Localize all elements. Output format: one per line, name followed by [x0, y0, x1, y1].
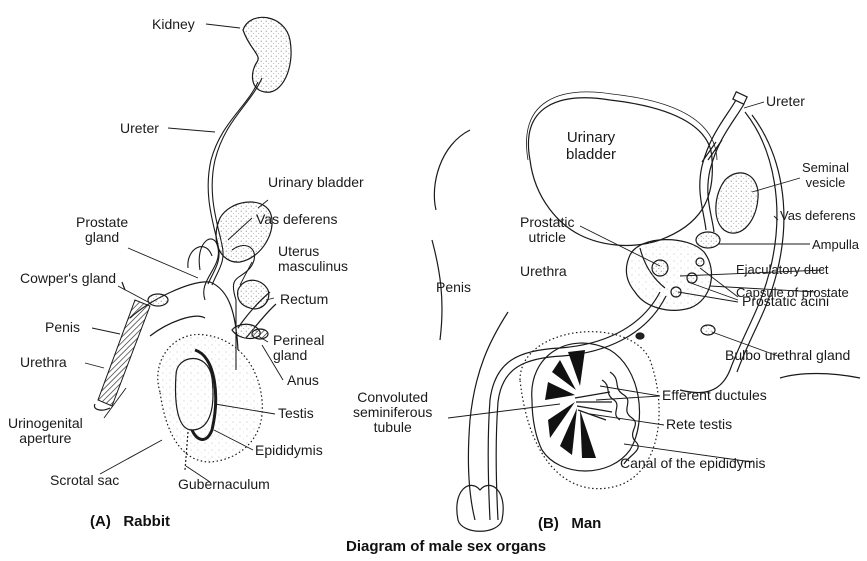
man-seminal-vesicle-shape	[716, 173, 758, 233]
label-man-rete-testis: Rete testis	[666, 417, 732, 432]
man-urethra-shape	[488, 292, 660, 520]
figure-caption: Diagram of male sex organs	[346, 538, 546, 555]
label-rabbit-penis: Penis	[45, 320, 80, 335]
rabbit-cowpers-gland-shape	[148, 294, 168, 306]
label-rabbit-ureter: Ureter	[120, 121, 159, 136]
label-rabbit-urethra: Urethra	[20, 355, 67, 370]
man-panel-letter: (B)	[538, 515, 559, 532]
label-rabbit-gubernaculum: Gubernaculum	[178, 477, 270, 492]
label-rabbit-perineal-gland: Perineal gland	[273, 333, 324, 363]
label-rabbit-urinary-bladder: Urinary bladder	[268, 175, 364, 190]
label-rabbit-epididymis: Epididymis	[255, 443, 323, 458]
label-rabbit-testis: Testis	[278, 406, 314, 421]
label-man-urethra: Urethra	[520, 264, 567, 279]
man-panel-title: (B) Man	[538, 515, 601, 532]
label-rabbit-prostate-gland: Prostate gland	[76, 215, 128, 245]
rabbit-panel-name: Rabbit	[123, 513, 170, 530]
rabbit-kidney-shape	[243, 17, 291, 92]
label-man-ejaculatory-duct: Ejaculatory duct	[736, 262, 829, 277]
man-ampulla-shape	[696, 232, 720, 248]
label-man-efferent-ductules: Efferent ductules	[662, 388, 767, 403]
rabbit-scrotal-sac-shape	[158, 334, 263, 462]
label-rabbit-cowpers-gland: Cowper's gland	[20, 271, 116, 286]
label-rabbit-anus: Anus	[287, 373, 319, 388]
label-man-urinary-bladder: Urinary bladder	[566, 129, 616, 163]
label-rabbit-kidney: Kidney	[152, 17, 195, 32]
label-man-seminal-vesicle: Seminal vesicle	[802, 160, 849, 190]
rabbit-panel-title: (A) Rabbit	[90, 513, 170, 530]
rabbit-uterus-masculinus-shape	[238, 280, 269, 309]
label-man-prostatic-acini: Prostatic acini	[742, 294, 829, 309]
label-man-bulbo-urethral-gland: Bulbo urethral gland	[725, 348, 850, 363]
man-bulbo-urethral-gland-shape	[701, 325, 715, 335]
label-rabbit-uterus-masculinus: Uterus masculinus	[278, 244, 348, 274]
label-rabbit-urinogenital-aperture: Urinogenital aperture	[8, 416, 83, 446]
label-man-prostatic-utricle: Prostatic utricle	[520, 215, 574, 245]
label-man-canal-of-epididymis: Canal of the epididymis	[620, 456, 766, 471]
label-man-vas-deferens: Vas deferens	[780, 208, 856, 223]
label-man-ampulla: Ampulla	[812, 237, 859, 252]
man-panel-name: Man	[571, 515, 601, 532]
label-rabbit-rectum: Rectum	[280, 292, 328, 307]
label-man-penis: Penis	[436, 280, 471, 295]
label-man-convoluted-seminiferous-tubule: Convoluted seminiferous tubule	[353, 390, 432, 435]
label-rabbit-vas-deferens: Vas deferens	[256, 212, 337, 227]
rabbit-drawing	[85, 17, 291, 482]
label-rabbit-scrotal-sac: Scrotal sac	[50, 473, 119, 488]
seminiferous-lobules	[545, 350, 596, 458]
label-man-ureter: Ureter	[766, 94, 805, 109]
rabbit-panel-letter: (A)	[90, 513, 111, 530]
